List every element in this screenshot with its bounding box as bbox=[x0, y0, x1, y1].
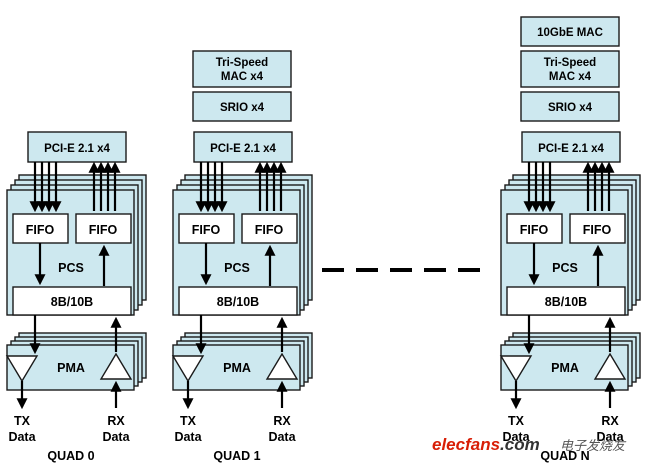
encoder-box bbox=[506, 286, 626, 316]
rx-data-label: Data bbox=[102, 430, 130, 444]
fifo-tx-label: FIFO bbox=[192, 223, 221, 237]
tx-label: TX bbox=[180, 414, 197, 428]
pma-label: PMA bbox=[57, 361, 85, 375]
pma-label: PMA bbox=[551, 361, 579, 375]
top-block-line2: MAC x4 bbox=[549, 71, 592, 83]
top-block-line1: Tri-Speed bbox=[216, 57, 268, 69]
quad-name: QUAD 0 bbox=[47, 449, 94, 463]
encoder-box bbox=[12, 286, 132, 316]
fifo-rx-label: FIFO bbox=[89, 223, 118, 237]
pcs-label: PCS bbox=[58, 261, 84, 275]
quad-name: QUAD 1 bbox=[213, 449, 260, 463]
quad-0: PCI-E 2.1 x4 FIFO FIFO PCS 8B/10B PMA TX Data RX… bbox=[5, 131, 147, 463]
pcs-label: PCS bbox=[224, 261, 250, 275]
tx-driver-symbol bbox=[499, 355, 533, 383]
encoder-label: 8B/10B bbox=[51, 295, 93, 309]
fifo-rx-label: FIFO bbox=[255, 223, 284, 237]
pcie-box bbox=[27, 131, 127, 163]
pcie-box bbox=[193, 131, 293, 163]
rx-data-label: Data bbox=[596, 430, 624, 444]
signal-arrows bbox=[182, 161, 288, 410]
rx-label: RX bbox=[107, 414, 125, 428]
top-block-label: SRIO x4 bbox=[548, 102, 593, 114]
top-block-label: SRIO x4 bbox=[220, 102, 265, 114]
fifo-rx-label: FIFO bbox=[583, 223, 612, 237]
fifo-rx-box bbox=[75, 213, 132, 244]
tx-data-label: Data bbox=[174, 430, 202, 444]
top-block: SRIO x4 bbox=[192, 91, 292, 122]
top-block-line2: MAC x4 bbox=[221, 71, 264, 83]
fifo-rx-box bbox=[569, 213, 626, 244]
encoder-label: 8B/10B bbox=[545, 295, 587, 309]
tx-data-label: Data bbox=[8, 430, 36, 444]
tx-label: TX bbox=[508, 414, 525, 428]
fifo-rx-box bbox=[241, 213, 298, 244]
top-block-label: 10GbE MAC bbox=[537, 27, 603, 39]
watermark-cn: 电子发烧友 bbox=[560, 438, 627, 453]
fifo-tx-label: FIFO bbox=[520, 223, 549, 237]
tx-data-label: Data bbox=[502, 430, 530, 444]
encoder-label: 8B/10B bbox=[217, 295, 259, 309]
pcie-label: PCI-E 2.1 x4 bbox=[210, 143, 276, 155]
rx-label: RX bbox=[273, 414, 291, 428]
rx-receiver-symbol bbox=[593, 352, 627, 380]
watermark-brand: elecfans.com bbox=[432, 435, 540, 454]
pcie-label: PCI-E 2.1 x4 bbox=[44, 143, 110, 155]
rx-data-label: Data bbox=[268, 430, 296, 444]
signal-arrows bbox=[16, 161, 122, 410]
rx-receiver-symbol bbox=[265, 352, 299, 380]
encoder-box bbox=[178, 286, 298, 316]
pma-label: PMA bbox=[223, 361, 251, 375]
top-block: SRIO x4 bbox=[520, 91, 620, 122]
tx-driver-symbol bbox=[5, 355, 39, 383]
quad-name: QUAD N bbox=[540, 449, 589, 463]
tx-driver-symbol bbox=[171, 355, 205, 383]
fifo-tx-label: FIFO bbox=[26, 223, 55, 237]
pcie-box bbox=[521, 131, 621, 163]
pcie-label: PCI-E 2.1 x4 bbox=[538, 143, 604, 155]
pcs-label: PCS bbox=[552, 261, 578, 275]
rx-label: RX bbox=[601, 414, 619, 428]
fifo-tx-box bbox=[12, 213, 69, 244]
signal-arrows bbox=[510, 161, 616, 410]
tx-label: TX bbox=[14, 414, 31, 428]
top-block-line1: Tri-Speed bbox=[544, 57, 596, 69]
rx-receiver-symbol bbox=[99, 352, 133, 380]
top-block: 10GbE MAC bbox=[520, 16, 620, 47]
elecfans-watermark: elecfans.com 电子发烧友 bbox=[432, 435, 627, 454]
